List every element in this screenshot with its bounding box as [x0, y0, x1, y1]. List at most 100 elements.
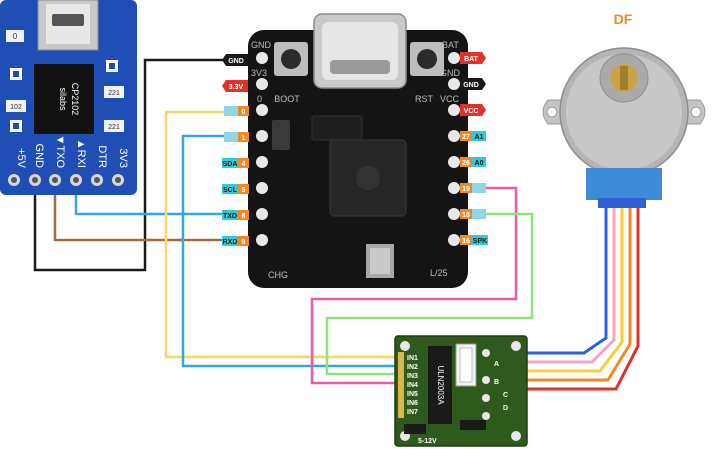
mcu-left-pads: [256, 52, 268, 246]
pin-label-dtr: DTR: [96, 145, 108, 168]
svg-text:A1: A1: [475, 134, 484, 141]
motor-wire-yellow: [492, 205, 624, 373]
tag-3v3: 3.3V: [222, 80, 248, 92]
in2-label: IN2: [407, 364, 418, 371]
usb-serial-board: 0 silabs CP2102 102 221 221 +5V GND ▼TXO…: [0, 0, 137, 195]
chip-model: CP2102: [70, 83, 80, 116]
svg-text:16: 16: [462, 238, 470, 245]
tag-vcc: VCC: [460, 104, 486, 116]
svg-text:TXD: TXD: [223, 213, 237, 220]
svg-text:26: 26: [462, 160, 470, 167]
svg-text:19: 19: [462, 186, 470, 193]
uln-chip-label: ULN2003A: [436, 365, 445, 405]
l25-label: L/25: [430, 268, 448, 278]
svg-text:SDA: SDA: [223, 161, 238, 168]
pin-label-txo: ▼TXO: [54, 135, 66, 169]
svg-text:SPK: SPK: [473, 238, 487, 245]
svg-text:5: 5: [242, 187, 246, 194]
tag-18: 18: [460, 209, 486, 219]
resistor-mark: 221: [108, 124, 120, 131]
uln2003a-chip: [428, 346, 452, 424]
svg-text:18: 18: [462, 212, 470, 219]
silk-bat: BAT: [442, 40, 459, 50]
pin-label-5v: +5V: [15, 148, 27, 169]
in4-label: IN4: [407, 382, 418, 389]
left-pin-tags: GND 3.3V 0 1 SDA 4 SCL: [222, 54, 249, 246]
svg-text:1: 1: [242, 135, 246, 142]
boot-label: BOOT: [274, 94, 300, 104]
tag-gnd: GND: [222, 54, 248, 66]
motor-label: DF: [614, 11, 633, 27]
silk-gnd: GND: [251, 40, 272, 50]
chip-brand: silabs: [58, 87, 68, 111]
wires: [33, 58, 640, 391]
mcu-board: BOOT RST GND 3V3 0 BAT GND VCC CHG L/25: [248, 13, 468, 288]
zero-marking: 0: [13, 32, 18, 41]
svg-text:SCL: SCL: [223, 187, 238, 194]
pin-label-rxi: ▲RXI: [75, 139, 87, 168]
svg-text:27: 27: [462, 134, 470, 141]
in6-label: IN6: [407, 400, 418, 407]
silk-vcc: VCC: [440, 94, 460, 104]
svg-text:9: 9: [242, 239, 246, 246]
tag-rxd: RXD 9: [222, 236, 249, 246]
cp2102-chip: [34, 64, 94, 134]
pin-label-3v3: 3V3: [117, 148, 129, 168]
rst-label: RST: [415, 94, 434, 104]
wire-pin1-blue: [181, 134, 405, 368]
svg-text:4: 4: [242, 161, 246, 168]
tag-bat: BAT: [460, 52, 486, 64]
led-b: B: [494, 379, 499, 386]
wire-pin0-yellow: [164, 110, 405, 359]
tag-scl: SCL 5: [222, 184, 249, 194]
svg-text:A0: A0: [475, 160, 484, 167]
resistor-mark: 221: [108, 90, 120, 97]
wire-pin19-pink: [310, 186, 518, 385]
silk-gnd-r: GND: [440, 68, 461, 78]
voltage-label: 5-12V: [418, 438, 437, 445]
pin-label-gnd: GND: [33, 144, 45, 169]
silk-3v3: 3V3: [251, 68, 267, 78]
svg-text:GND: GND: [228, 58, 244, 65]
motor-wire-red: [492, 205, 640, 391]
in1-label: IN1: [407, 355, 418, 362]
led-a: A: [494, 361, 499, 368]
wire-txo-brown: [53, 178, 250, 242]
chg-label: CHG: [268, 270, 288, 280]
svg-text:BAT: BAT: [464, 56, 479, 63]
tag-27-a1: 27 A1: [460, 131, 486, 141]
wire-pin18-green: [325, 212, 534, 376]
tag-txd: TXD 8: [222, 210, 249, 220]
motor-wire-orange: [492, 205, 632, 382]
led-d: D: [503, 405, 508, 412]
in3-label: IN3: [407, 373, 418, 380]
svg-text:RXD: RXD: [223, 239, 238, 246]
svg-text:GND: GND: [463, 82, 479, 89]
tag-gnd-right: GND: [460, 78, 486, 90]
svg-text:3.3V: 3.3V: [229, 84, 244, 91]
wire-gnd-black: [33, 58, 232, 272]
motor-wire-pink: [492, 205, 616, 364]
svg-text:VCC: VCC: [464, 108, 479, 115]
stepper-motor: DF: [542, 11, 706, 208]
motor-wire-blue: [492, 205, 608, 355]
silk-0: 0: [257, 94, 262, 104]
mcu-right-pads: [448, 52, 460, 246]
svg-text:8: 8: [242, 213, 246, 220]
in7-label: IN7: [407, 409, 418, 416]
tag-pin1: 1: [224, 132, 249, 142]
led-c: C: [503, 392, 508, 399]
usb-serial-pins: [8, 174, 124, 186]
tag-pin0: 0: [224, 106, 249, 116]
tag-16-spk: 16 SPK: [460, 235, 488, 245]
tag-26-a0: 26 A0: [460, 157, 486, 167]
tag-sda: SDA 4: [222, 158, 249, 168]
resistor-mark: 102: [10, 104, 22, 111]
svg-text:0: 0: [242, 109, 246, 116]
driver-input-pins: [398, 352, 404, 418]
right-pin-tags: BAT GND VCC 27 A1 26 A0 19 18: [460, 52, 488, 245]
tag-19: 19: [460, 183, 486, 193]
in5-label: IN5: [407, 391, 418, 398]
uln2003-driver-board: IN1 IN2 IN3 IN4 IN5 IN6 IN7 ULN2003A A B…: [394, 335, 528, 447]
